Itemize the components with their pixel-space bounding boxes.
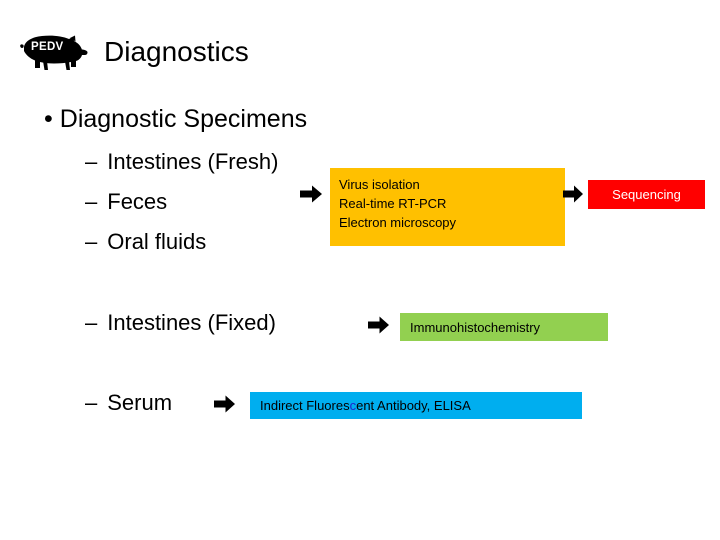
- list-item-oral-fluids: –Oral fluids: [85, 229, 206, 254]
- list-item-serum: –Serum: [85, 390, 172, 415]
- list-item-intestines-fixed: –Intestines (Fixed): [85, 310, 276, 335]
- list-item-intestines-fresh: –Intestines (Fresh): [85, 149, 278, 174]
- list-item-label: Intestines (Fixed): [107, 310, 276, 335]
- callout-box-serology: Indirect Fluorescent Antibody, ELISA: [250, 392, 582, 419]
- slide-title-row: PEDV Diagnostics: [18, 30, 249, 74]
- callout-label-immunohistochemistry: Immunohistochemistry: [410, 319, 541, 335]
- bullet-diagnostic-specimens: •Diagnostic Specimens: [44, 105, 307, 134]
- callout-line-virus-isolation: Virus isolation: [339, 177, 420, 192]
- dash-glyph: –: [85, 189, 98, 214]
- list-item-label: Intestines (Fresh): [107, 149, 279, 174]
- serology-label-part-1: Indirect Fluores: [260, 398, 350, 413]
- dash-glyph: –: [85, 310, 98, 335]
- callout-label-sequencing: Sequencing: [612, 187, 681, 202]
- bullet-glyph: •: [44, 105, 53, 133]
- arrow-right-icon-to-tests: [300, 185, 322, 203]
- callout-label-serology: Indirect Fluorescent Antibody, ELISA: [260, 399, 471, 412]
- list-item-label: Serum: [107, 390, 173, 415]
- arrow-right-icon-to-serology: [214, 395, 235, 413]
- list-item-label: Feces: [107, 189, 168, 214]
- list-item-label: Oral fluids: [107, 229, 207, 254]
- arrow-right-icon-to-sequencing: [563, 185, 583, 203]
- callout-box-sequencing: Sequencing: [588, 180, 705, 209]
- dash-glyph: –: [85, 390, 98, 415]
- callout-line-electron-microscopy: Electron microscopy: [339, 214, 457, 230]
- callout-line-rt-pcr: Real-time RT-PCR: [339, 195, 447, 211]
- pedv-logo-text: PEDV: [31, 41, 64, 53]
- page-title: Diagnostics: [104, 36, 249, 67]
- serology-label-highlight-char: c: [349, 398, 357, 413]
- callout-box-tests-fresh: Virus isolation Real-time RT-PCR Electro…: [330, 168, 565, 246]
- dash-glyph: –: [85, 149, 98, 174]
- bullet-label: Diagnostic Specimens: [59, 105, 308, 133]
- serology-label-part-2: ent Antibody, ELISA: [356, 398, 471, 413]
- pedv-pig-logo: PEDV: [18, 30, 90, 74]
- arrow-right-icon-to-immunohistochemistry: [368, 316, 389, 334]
- dash-glyph: –: [85, 229, 98, 254]
- callout-box-immunohistochemistry: Immunohistochemistry: [400, 313, 608, 341]
- list-item-feces: –Feces: [85, 189, 167, 214]
